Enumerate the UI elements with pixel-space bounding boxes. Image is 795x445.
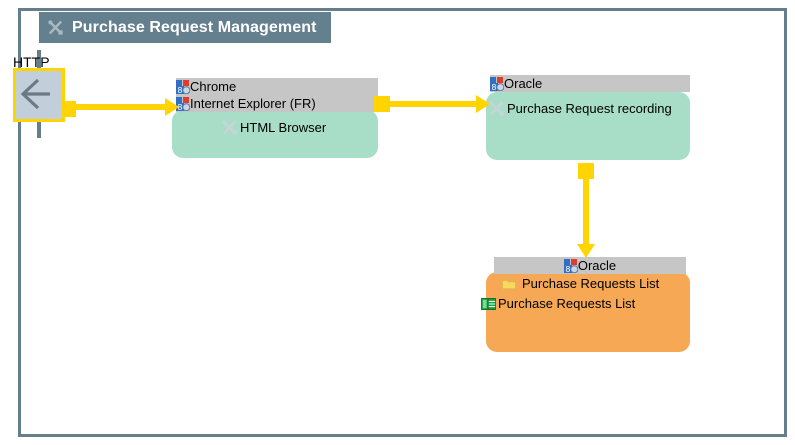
recording-body-label-1: Purchase Request recording: [507, 101, 672, 116]
svg-text:8: 8: [565, 265, 570, 273]
recording-body-row-1: Purchase Request recording: [488, 100, 672, 117]
requests-list-node-body[interactable]: [486, 272, 690, 352]
requests-list-body-row-1: Purchase Requests List: [502, 276, 659, 291]
windows-program-icon: 8: [563, 258, 579, 274]
requests-list-header-label-1: Oracle: [577, 258, 617, 273]
windows-program-icon: 8: [176, 96, 191, 112]
browser-header-label-1: Chrome: [190, 79, 237, 94]
connector-square-3[interactable]: [578, 163, 594, 179]
recording-node-body[interactable]: [486, 92, 690, 160]
recording-header-label-1: Oracle: [504, 76, 543, 91]
folder-icon: [502, 278, 516, 290]
page-title: Purchase Request Management: [72, 18, 317, 36]
connector-line-1: [70, 104, 167, 110]
connector-line-2: [384, 101, 478, 107]
requests-list-body-label-1: Purchase Requests List: [522, 276, 660, 291]
arrow-left-diamond-icon: [18, 77, 62, 116]
windows-program-icon: 8: [490, 76, 505, 92]
connector-square-1[interactable]: [62, 101, 76, 117]
svg-text:8: 8: [177, 103, 182, 111]
tools-icon: [47, 19, 64, 36]
browser-node-header-2: 8 Internet Explorer (FR): [176, 95, 378, 112]
requests-list-body-row-2: Purchase Requests List: [481, 296, 635, 311]
http-stub-top: [37, 50, 41, 68]
table-icon: [481, 297, 496, 311]
http-stub-bottom: [37, 120, 41, 138]
recording-node-header-1: 8 Oracle: [490, 75, 690, 92]
browser-node-body[interactable]: [172, 110, 378, 158]
tools-icon: [221, 119, 238, 136]
canvas-frame: [18, 8, 787, 437]
tools-icon: [488, 100, 505, 117]
browser-node-header-1: 8 Chrome: [176, 78, 378, 95]
connector-arrowhead-1: [165, 98, 179, 116]
svg-text:8: 8: [177, 86, 182, 94]
http-label: HTTP: [13, 54, 50, 70]
connector-arrowhead-2: [476, 95, 490, 113]
http-node[interactable]: [13, 68, 65, 122]
browser-header-label-2: Internet Explorer (FR): [190, 96, 316, 111]
browser-body-label-1: HTML Browser: [240, 120, 327, 135]
diagram-title-bar: Purchase Request Management: [39, 12, 331, 43]
connector-arrowhead-3: [577, 244, 595, 258]
windows-program-icon: 8: [176, 79, 191, 95]
connector-line-3: [583, 173, 589, 246]
browser-body-row-1: HTML Browser: [221, 119, 326, 136]
requests-list-body-label-2: Purchase Requests List: [498, 296, 636, 311]
svg-text:8: 8: [491, 83, 496, 91]
connector-square-2[interactable]: [374, 96, 390, 112]
requests-list-node-header-1: 8 Oracle: [494, 257, 686, 274]
